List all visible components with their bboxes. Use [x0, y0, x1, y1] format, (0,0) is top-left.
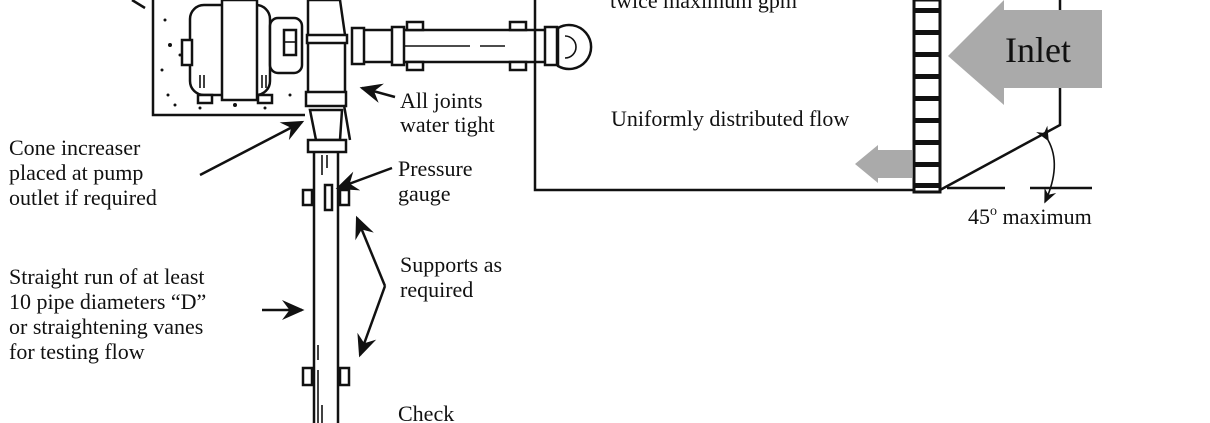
label-check: Check	[398, 401, 454, 423]
pump-base	[151, 0, 305, 117]
test-tank	[533, 0, 1092, 194]
baffle-screen	[912, 0, 942, 194]
angle-arrow	[1036, 125, 1057, 204]
pipe-support	[338, 366, 351, 387]
support-arrow-down	[357, 285, 387, 358]
cone-increaser	[308, 108, 344, 142]
label-cone-increaser: outlet if required	[9, 185, 157, 210]
label-pressure-gauge: Pressure	[398, 156, 473, 181]
label-supports: required	[400, 277, 473, 302]
label-straight-run: or straightening vanes	[9, 314, 203, 339]
gauge-arrow	[335, 166, 393, 191]
label-all-joints: All joints	[400, 88, 483, 113]
label-cone-increaser: placed at pump	[9, 160, 143, 185]
label-uniform-flow: Uniformly distributed flow	[611, 106, 849, 131]
discharge-pipe	[350, 20, 593, 72]
pipe-support	[301, 188, 314, 207]
joints-arrow	[359, 83, 396, 103]
label-cone-increaser: Cone increaser	[9, 135, 141, 160]
label-inlet: Inlet	[1005, 30, 1071, 70]
base-arrow	[131, 0, 146, 10]
outflow-arrow	[855, 145, 912, 183]
support-arrow-up	[355, 215, 387, 287]
label-straight-run: 10 pipe diameters “D”	[9, 289, 206, 314]
cone-arrow	[199, 120, 305, 177]
test-pipe	[301, 152, 351, 423]
pump-motor	[180, 0, 304, 105]
label-supports: Supports as	[400, 252, 502, 277]
label-angle: 45o maximum	[968, 204, 1092, 229]
label-straight-run: for testing flow	[9, 339, 145, 364]
pump-column	[304, 0, 352, 154]
pipe-support	[301, 366, 314, 387]
label-twice-max-gpm: twice maximum gpm	[610, 0, 797, 13]
pipe-support	[338, 188, 351, 207]
label-all-joints: water tight	[400, 112, 495, 137]
pressure-gauge	[323, 183, 334, 212]
label-pressure-gauge: gauge	[398, 181, 451, 206]
label-straight-run: Straight run of at least	[9, 264, 205, 289]
inlet-arrow	[948, 0, 1102, 105]
